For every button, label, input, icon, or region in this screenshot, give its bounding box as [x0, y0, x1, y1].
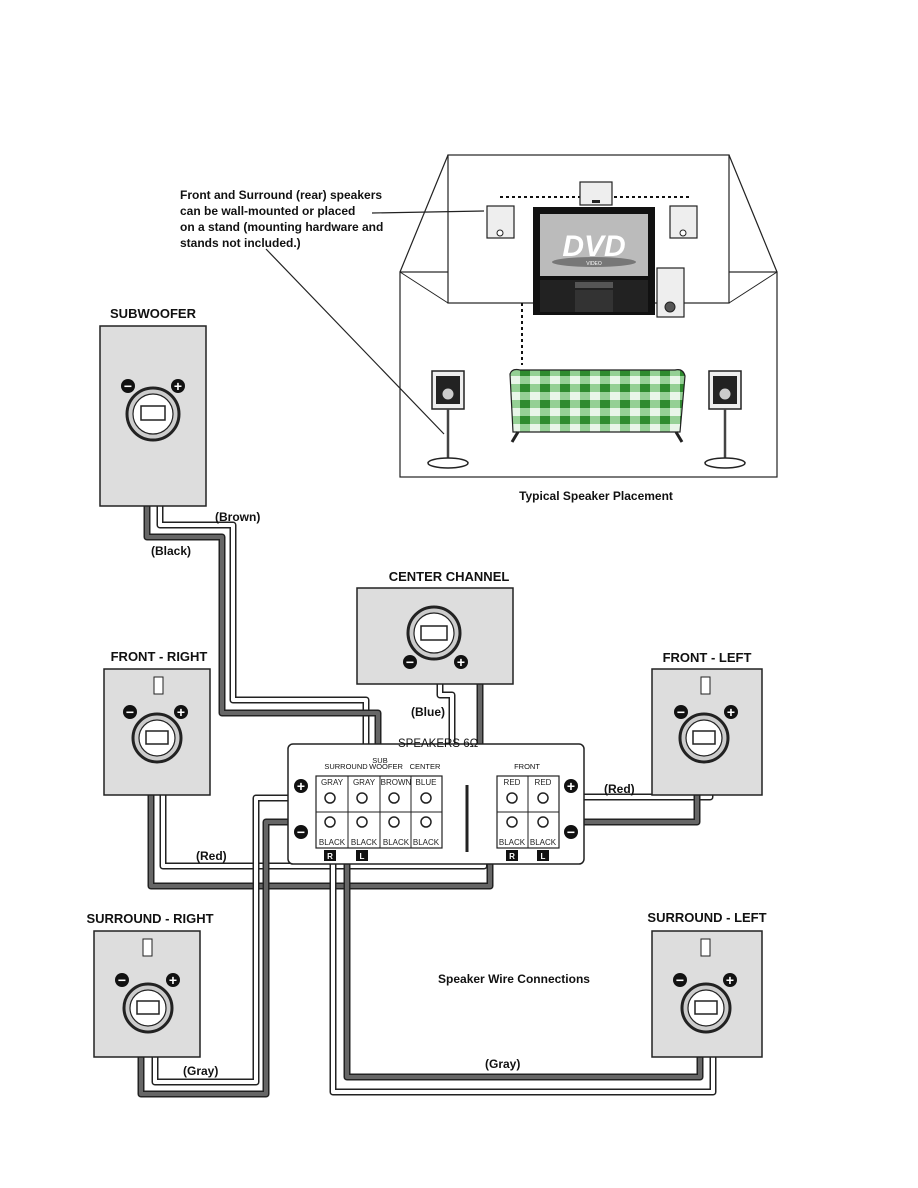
callout-line-2: can be wall-mounted or placed	[180, 204, 355, 218]
room-surround-left	[704, 370, 746, 469]
panel-front-label: FRONT	[514, 762, 540, 771]
couch	[509, 368, 686, 443]
callout-line-3: on a stand (mounting hardware and	[180, 220, 383, 234]
term-surround-r-minus: BLACK	[319, 838, 346, 847]
front-left-label: FRONT - LEFT	[663, 650, 752, 665]
callout-note: Front and Surround (rear) speakers can b…	[180, 188, 485, 435]
svg-text:−: −	[567, 824, 575, 840]
bracket-icon	[153, 676, 164, 695]
panel-center-label: CENTER	[410, 762, 441, 771]
subwoofer-speaker: SUBWOOFER − +	[99, 306, 207, 507]
plus-icon	[294, 779, 308, 793]
wire-label-red-right: (Red)	[196, 849, 227, 863]
panel-front-r-label: R	[509, 852, 515, 861]
bracket-icon	[142, 938, 153, 957]
svg-text:−: −	[676, 972, 684, 988]
connections-title: Speaker Wire Connections	[438, 972, 590, 986]
panel-sub-label: SUB	[372, 756, 387, 765]
surround-right-speaker: SURROUND - RIGHT − +	[86, 911, 214, 1058]
receiver-speaker-panel: SPEAKERS 6Ω SUB SURROUND WOOFER CENTER F…	[287, 738, 585, 865]
svg-text:+: +	[457, 654, 465, 670]
center-channel-label: CENTER CHANNEL	[389, 569, 510, 584]
term-front-l-minus: BLACK	[530, 838, 557, 847]
front-right-speaker: FRONT - RIGHT − +	[103, 649, 211, 796]
panel-speakers-label: SPEAKERS 6Ω	[398, 738, 479, 750]
surround-right-label: SURROUND - RIGHT	[86, 911, 213, 926]
term-front-r-minus: BLACK	[499, 838, 526, 847]
room-caption: Typical Speaker Placement	[519, 489, 673, 503]
term-front-r-plus: RED	[504, 778, 521, 787]
terminal-block-left: GRAY GRAY BROWN BLUE BLACK BLACK BLACK B…	[315, 775, 443, 861]
plus-icon	[723, 973, 737, 987]
wire-label-blue: (Blue)	[411, 705, 445, 719]
svg-text:+: +	[177, 704, 185, 720]
plus-icon	[454, 655, 468, 669]
panel-r-label: R	[327, 852, 333, 861]
minus-icon	[674, 705, 688, 719]
surround-left-speaker: SURROUND - LEFT − +	[647, 910, 767, 1058]
center-channel-speaker: CENTER CHANNEL − +	[356, 569, 514, 685]
wire-label-red-left: (Red)	[604, 782, 635, 796]
minus-icon	[564, 825, 578, 839]
callout-leader-stand	[265, 248, 445, 435]
minus-icon	[294, 825, 308, 839]
term-sub-plus: BROWN	[381, 778, 412, 787]
svg-text:−: −	[118, 972, 126, 988]
svg-text:−: −	[126, 704, 134, 720]
wire-label-gray-bottom: (Gray)	[485, 1057, 520, 1071]
svg-text:+: +	[169, 972, 177, 988]
terminal-block-front: RED RED BLACK BLACK R L	[496, 775, 560, 861]
room-illustration: DVD VIDEO	[399, 154, 778, 503]
front-left-speaker: FRONT - LEFT − +	[651, 650, 763, 796]
front-right-label: FRONT - RIGHT	[111, 649, 208, 664]
svg-text:+: +	[726, 972, 734, 988]
term-center-minus: BLACK	[413, 838, 440, 847]
term-surround-r-plus: GRAY	[321, 778, 344, 787]
minus-icon	[403, 655, 417, 669]
room-center-speaker	[579, 181, 613, 206]
panel-surround-label: SURROUND	[324, 762, 368, 771]
svg-text:−: −	[124, 378, 132, 394]
tv-set: DVD VIDEO	[533, 207, 655, 315]
wire-label-gray-right: (Gray)	[183, 1064, 218, 1078]
term-front-l-plus: RED	[535, 778, 552, 787]
svg-text:+: +	[567, 778, 575, 794]
panel-front-l-label: L	[541, 852, 546, 861]
term-center-plus: BLUE	[416, 778, 437, 787]
panel-woofer-label: WOOFER	[369, 762, 403, 771]
callout-line-1: Front and Surround (rear) speakers	[180, 188, 382, 202]
callout-line-4: stands not included.)	[180, 236, 301, 250]
term-surround-l-minus: BLACK	[351, 838, 378, 847]
surround-left-label: SURROUND - LEFT	[647, 910, 766, 925]
bracket-icon	[700, 676, 711, 695]
svg-text:−: −	[406, 654, 414, 670]
plus-icon	[564, 779, 578, 793]
dvd-logo-sub: VIDEO	[586, 261, 602, 267]
svg-text:+: +	[727, 704, 735, 720]
minus-icon	[673, 973, 687, 987]
minus-icon	[121, 379, 135, 393]
minus-icon	[123, 705, 137, 719]
plus-icon	[174, 705, 188, 719]
svg-text:+: +	[297, 778, 305, 794]
plus-icon	[724, 705, 738, 719]
wire-labels: (Brown) (Black) (Blue) (Red) (Red) (Gray…	[151, 510, 635, 1078]
callout-leader-wall	[371, 210, 485, 214]
wire-label-brown: (Brown)	[215, 510, 260, 524]
svg-text:+: +	[174, 378, 182, 394]
room-surround-right	[427, 370, 469, 469]
panel-l-label: L	[360, 852, 365, 861]
wire-label-black: (Black)	[151, 544, 191, 558]
minus-icon	[115, 973, 129, 987]
svg-text:−: −	[677, 704, 685, 720]
subwoofer-label: SUBWOOFER	[110, 306, 197, 321]
term-surround-l-plus: GRAY	[353, 778, 376, 787]
plus-icon	[171, 379, 185, 393]
term-sub-minus: BLACK	[383, 838, 410, 847]
svg-text:−: −	[297, 824, 305, 840]
bracket-icon	[700, 938, 711, 957]
plus-icon	[166, 973, 180, 987]
